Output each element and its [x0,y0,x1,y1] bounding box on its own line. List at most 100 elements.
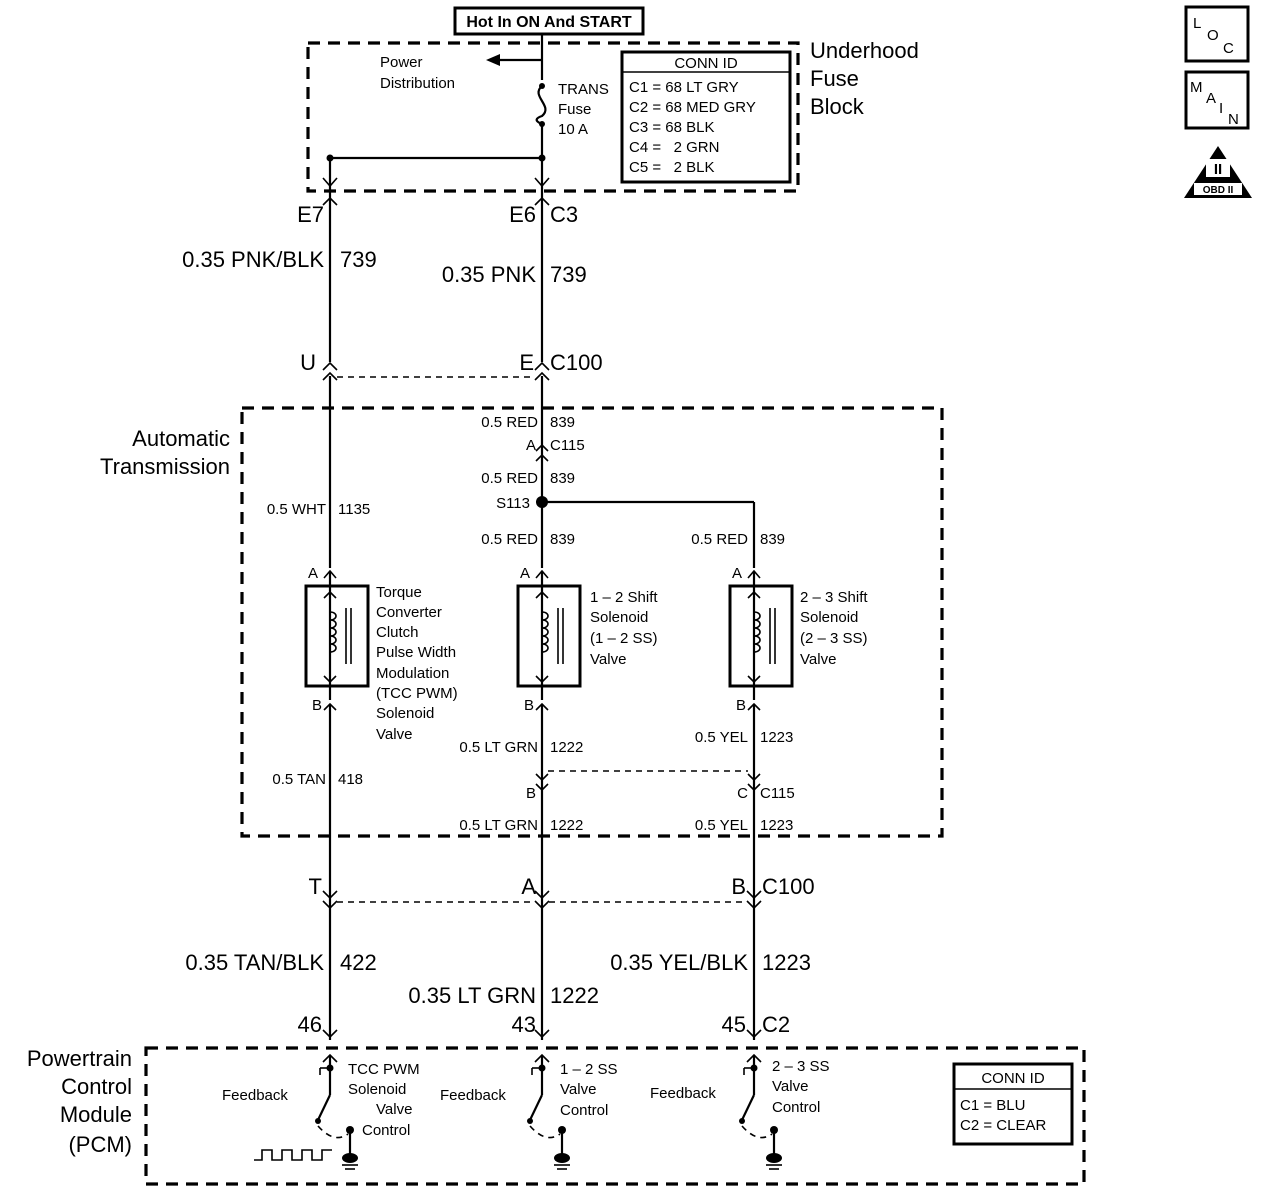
solenoid-1-2-shift: A B 1 – 2 Shift Solenoid (1 – 2 SS) Valv… [516,565,658,714]
fuse-block-name-2: Fuse [810,66,859,91]
solenoid-label-line: Valve [376,726,412,743]
wire-label-lt-grn-b: 0.5 LT GRN [459,817,538,834]
solenoid-tcc-pwm: A B Torque Converter Clutch Pulse Width … [304,565,458,743]
wire-circuit-839-a: 839 [550,414,575,431]
c100-pin-e: E [519,350,534,375]
c100-top-name: C100 [550,350,603,375]
c100-pin-a: A [521,874,536,899]
pcm-name-3: Module [60,1102,132,1127]
fuse-block-conn-id-table: CONN ID C1 = 68 LT GRY C2 = 68 MED GRY C… [620,50,792,184]
solenoid-label-line: (2 – 3 SS) [800,630,868,647]
wire-label-pnk: 0.35 PNK [442,262,536,287]
c100-top-connector: U E C100 [300,350,603,381]
solenoid-2-3-shift: A B 2 – 3 Shift Solenoid (2 – 3 SS) Valv… [728,565,868,714]
wire-label-red-d: 0.5 RED [691,531,748,548]
main-icon[interactable]: M A I N [1184,70,1250,130]
loc-icon[interactable]: L O C [1184,5,1250,63]
wire-circuit-1135: 1135 [338,501,370,518]
wire-circuit-422: 422 [340,950,377,975]
c100-bottom-name: C100 [762,874,815,899]
pcm-conn-c2: C2 [762,1012,790,1037]
driver-label-line: Valve [772,1078,808,1095]
svg-text:M: M [1190,79,1203,96]
wire-circuit-1222-c: 1222 [550,983,599,1008]
solenoid-pin-a: A [732,565,742,582]
c115-pin-b: B [526,785,536,802]
wire-circuit-1223-b: 1223 [760,817,793,834]
solenoid-pin-a: A [308,565,318,582]
pcm-conn-id-row: C2 = CLEAR [960,1117,1046,1134]
conn-id-row: C4 = 2 GRN [629,139,719,156]
solenoid-label-line: 1 – 2 Shift [590,589,658,606]
wire-circuit-1222-a: 1222 [550,739,583,756]
driver-label-line: Control [772,1099,820,1116]
feedback-label: Feedback [222,1087,288,1104]
conn-id-row: C5 = 2 BLK [629,159,714,176]
splice-label: S113 [496,495,530,512]
pcm-conn-id-title: CONN ID [981,1070,1045,1087]
solenoid-label-line: Modulation [376,665,449,682]
wire-circuit-418: 418 [338,771,363,788]
solenoid-pin-b: B [312,697,322,714]
svg-text:L: L [1193,15,1201,32]
svg-text:O: O [1207,27,1219,44]
pin-e6: E6 [509,202,536,227]
wire-circuit-839-c: 839 [550,531,575,548]
wire-circuit-839-d: 839 [760,531,785,548]
transmission-name-1: Automatic [132,426,230,451]
pcm-driver-1-2-ss: Feedback 1 – 2 SS Valve Control [440,1053,618,1170]
wire-circuit-739-left: 739 [340,247,377,272]
automatic-transmission: Automatic Transmission 0.5 WHT 1135 0.5 … [100,376,944,900]
pin-e7: E7 [297,202,324,227]
c100-pin-t: T [309,874,322,899]
c115-bc-connector: B C C115 [526,770,795,802]
svg-text:OBD II: OBD II [1203,185,1234,196]
driver-label-line: 2 – 3 SS [772,1058,830,1075]
c100-pin-b: B [731,874,746,899]
wire-label-lt-grn-c: 0.35 LT GRN [408,983,536,1008]
solenoid-pin-b: B [524,697,534,714]
svg-text:N: N [1228,111,1239,128]
wire-label-red-a: 0.5 RED [481,414,538,431]
driver-label-line: TCC PWM [348,1061,420,1078]
fuse-block-name-3: Block [810,94,865,119]
wire-label-yel-b: 0.5 YEL [695,817,748,834]
conn-id-row: C2 = 68 MED GRY [629,99,756,116]
driver-label-line: Valve [560,1081,596,1098]
wire-label-lt-grn-a: 0.5 LT GRN [459,739,538,756]
wire-circuit-1223-a: 1223 [760,729,793,746]
wire-circuit-839-b: 839 [550,470,575,487]
pcm-name-2: Control [61,1074,132,1099]
pcm-name-1: Powertrain [27,1046,132,1071]
conn-id-row: C3 = 68 BLK [629,119,714,136]
driver-label-line: Control [560,1102,608,1119]
solenoid-label-line: Solenoid [590,609,648,626]
solenoid-label-line: 2 – 3 Shift [800,589,868,606]
wire-label-yel-a: 0.5 YEL [695,729,748,746]
c115-pin-c: C [737,785,748,802]
solenoid-label-line: (TCC PWM) [376,685,458,702]
conn-id-row: C1 = 68 LT GRY [629,79,739,96]
obd-ii-icon[interactable]: II OBD II [1184,146,1252,198]
c100-bottom-connector: T A B C100 [309,874,815,910]
solenoid-label-line: Valve [590,651,626,668]
fuse-name: TRANS [558,81,609,98]
wire-circuit-739-right: 739 [550,262,587,287]
solenoid-label-line: Valve [800,651,836,668]
svg-text:C: C [1223,40,1234,57]
wire-circuit-1223-c: 1223 [762,950,811,975]
pin-c3: C3 [550,202,578,227]
c115-bc-name: C115 [760,785,795,802]
underhood-fuse-block: Underhood Fuse Block Power Distribution … [306,34,919,200]
wire-label-pnk-blk: 0.35 PNK/BLK [182,247,324,272]
solenoid-label-line: Clutch [376,624,419,641]
c100-pin-u: U [300,350,316,375]
wire-circuit-1222-b: 1222 [550,817,583,834]
solenoid-pin-a: A [520,565,530,582]
pcm-driver-tcc: Feedback TCC PWM Solenoid Valve Control [222,1053,420,1170]
power-source-label: Hot In ON And START [466,14,632,31]
svg-text:I: I [1219,100,1223,117]
solenoid-label-line: Solenoid [376,705,434,722]
feedback-label: Feedback [650,1085,716,1102]
